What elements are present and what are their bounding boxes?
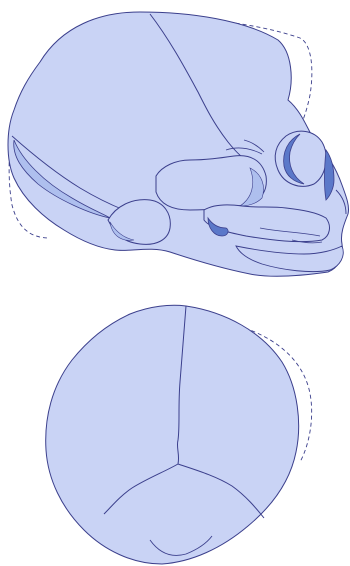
skull-top-outline [46,305,299,564]
eye-orbit [275,131,326,186]
skull-superior-view [0,300,350,566]
skull-lateral-view [0,0,350,290]
